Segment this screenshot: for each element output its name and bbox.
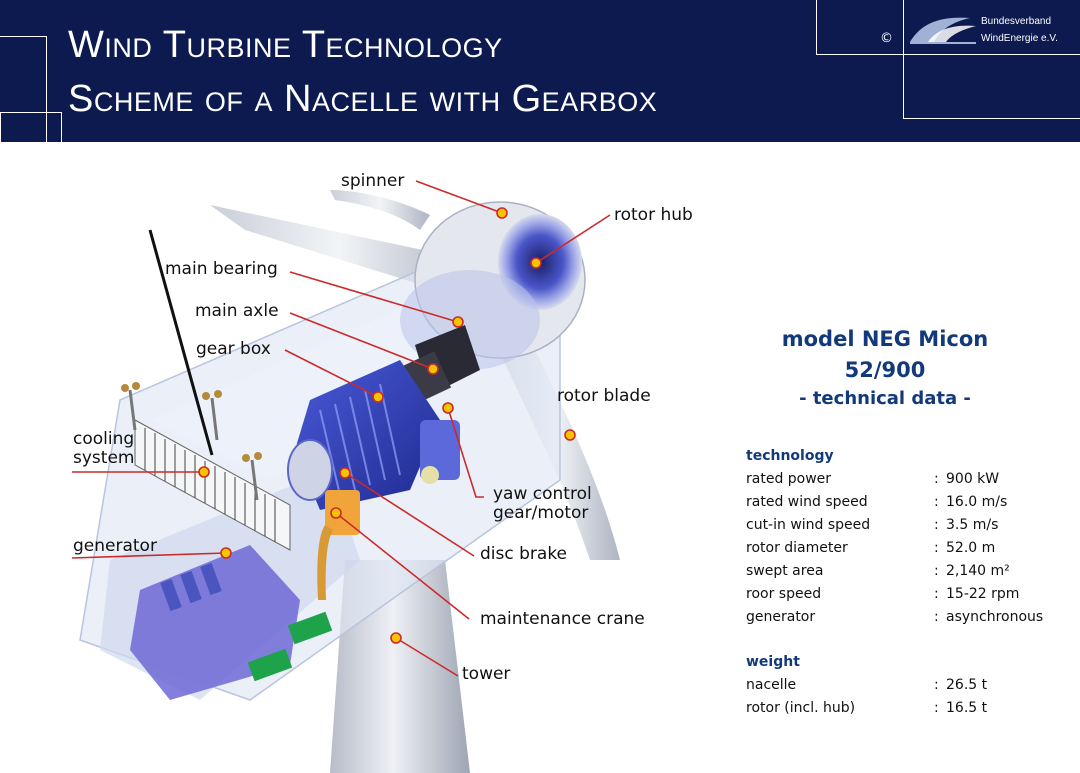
spec-value: 15-22 rpm [946, 586, 1020, 602]
label-main-axle: main axle [195, 301, 279, 321]
header-banner: Wind Turbine Technology Scheme of a Nace… [0, 0, 1080, 142]
spec-value: asynchronous [946, 609, 1044, 625]
label-rotor-hub: rotor hub [614, 205, 693, 225]
title-line-1: Wind Turbine Technology [68, 24, 503, 66]
decorative-frame-left-2 [0, 112, 62, 142]
spec-row: rotor diameter:52.0 m [746, 540, 996, 556]
spec-label: generator [746, 609, 816, 625]
label-yaw-control-line-2: gear/motor [493, 503, 589, 523]
spec-row: rated wind speed:16.0 m/s [746, 494, 1008, 510]
marker-dots [198, 207, 576, 644]
decorative-frame-left [0, 36, 47, 142]
yaw-gear-shape [421, 466, 439, 484]
spec-value: 2,140 m² [946, 563, 1010, 579]
spec-label: rotor diameter [746, 540, 848, 556]
spec-row: cut-in wind speed: 3.5 m/s [746, 517, 999, 533]
label-main-bearing: main bearing [165, 259, 278, 279]
lightning-rod [148, 229, 214, 456]
spec-row: generator:asynchronous [746, 609, 1044, 625]
anemometer-cups [121, 382, 262, 462]
technical-data-heading: - technical data - [799, 388, 971, 409]
label-maintenance-crane: maintenance crane [480, 609, 645, 629]
spec-label: cut-in wind speed [746, 517, 871, 533]
spec-label: rotor (incl. hub) [746, 700, 856, 716]
spec-value: 52.0 m [946, 540, 996, 556]
spec-row: roor speed:15-22 rpm [746, 586, 1020, 602]
label-generator: generator [73, 536, 157, 556]
maintenance-crane-shape [317, 525, 333, 600]
spec-row: nacelle:26.5 t [746, 677, 988, 693]
spec-row: rated power: 900 kW [746, 471, 1000, 487]
logo-text-line-1: Bundesverband [981, 16, 1052, 27]
pointer-lines [71, 180, 611, 677]
spec-label: swept area [746, 563, 824, 579]
spec-row: rotor (incl. hub):16.5 t [746, 700, 988, 716]
label-gear-box: gear box [196, 339, 271, 359]
generator-fins [160, 562, 222, 612]
spec-label: rated wind speed [746, 494, 868, 510]
spec-value: 26.5 t [946, 677, 988, 693]
label-cooling-system-line-1: cooling [73, 429, 135, 449]
label-tower: tower [462, 664, 511, 684]
label-rotor-blade: rotor blade [557, 386, 651, 406]
label-spinner: spinner [341, 171, 405, 191]
yaw-motor-shape [420, 420, 460, 480]
spec-value: 16.0 m/s [946, 494, 1008, 510]
spec-value: 900 kW [946, 471, 1000, 487]
cooling-radiator-shape [134, 419, 291, 551]
mounting-foot-2 [287, 611, 333, 645]
spec-label: roor speed [746, 586, 822, 602]
spec-row: swept area:2,140 m² [746, 563, 1010, 579]
label-cooling-system-line-2: system [73, 448, 135, 468]
bwe-logo-icon [910, 17, 976, 44]
spec-value: 16.5 t [946, 700, 988, 716]
model-name: model NEG Micon [781, 327, 989, 351]
gearbox-output-face [287, 439, 333, 501]
label-disc-brake: disc brake [480, 544, 568, 564]
decorative-frame-right-2 [903, 0, 1080, 119]
nacelle-diagram [71, 180, 620, 773]
spec-label: rated power [746, 471, 832, 487]
spec-value: 3.5 m/s [946, 517, 999, 533]
technology-heading: technology [746, 448, 834, 464]
anemometer-masts [128, 389, 259, 501]
label-yaw-control-line-1: yaw control [493, 484, 592, 504]
model-number: 52/900 [844, 358, 926, 382]
logo-text-line-2: WindEnergie e.V. [981, 33, 1058, 44]
weight-heading: weight [746, 654, 800, 670]
spec-label: nacelle [746, 677, 797, 693]
title-line-2: Scheme of a Nacelle with Gearbox [68, 78, 658, 120]
copyright-symbol: © [880, 31, 893, 46]
disc-brake-shape [325, 490, 360, 535]
decorative-frame-right [816, 0, 1080, 55]
mounting-foot-1 [247, 648, 293, 682]
rotor-blade-shape-top [330, 190, 430, 230]
